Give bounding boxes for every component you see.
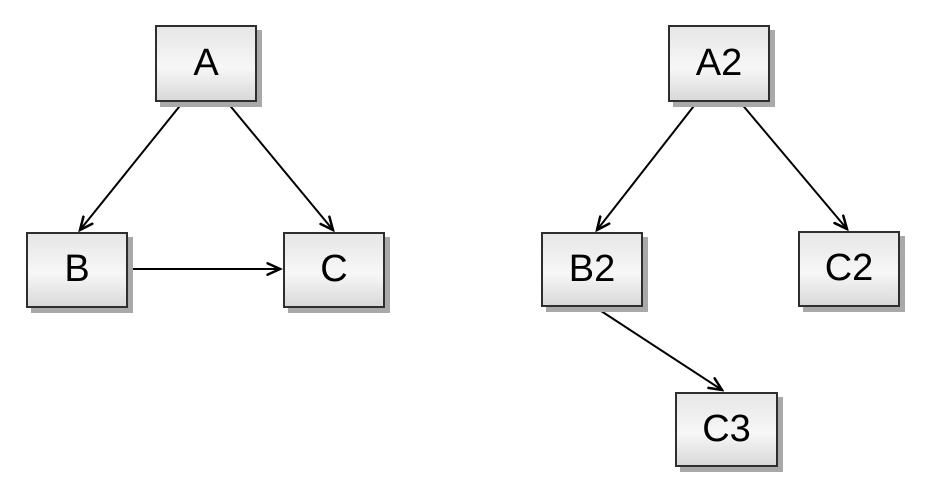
node-B2: B2 (541, 232, 643, 307)
edge-A-C (226, 101, 333, 230)
edges-group (80, 101, 847, 390)
node-label-B: B (64, 248, 90, 290)
node-label-C3: C3 (702, 407, 751, 450)
edge-A-B (80, 101, 184, 230)
node-label-B2: B2 (568, 247, 616, 290)
node-label-A2: A2 (695, 41, 743, 84)
edge-A2-B2 (597, 101, 698, 230)
node-C: C (283, 232, 385, 308)
node-C3: C3 (675, 392, 778, 467)
node-B: B (26, 232, 128, 308)
node-label-C2: C2 (824, 247, 874, 289)
node-A2: A2 (668, 25, 770, 102)
node-label-A: A (193, 41, 219, 84)
node-A: A (155, 25, 257, 102)
node-C2: C2 (798, 231, 900, 307)
node-label-C: C (320, 248, 348, 290)
edge-B2-C3 (594, 306, 722, 390)
edge-A2-C2 (739, 101, 847, 229)
